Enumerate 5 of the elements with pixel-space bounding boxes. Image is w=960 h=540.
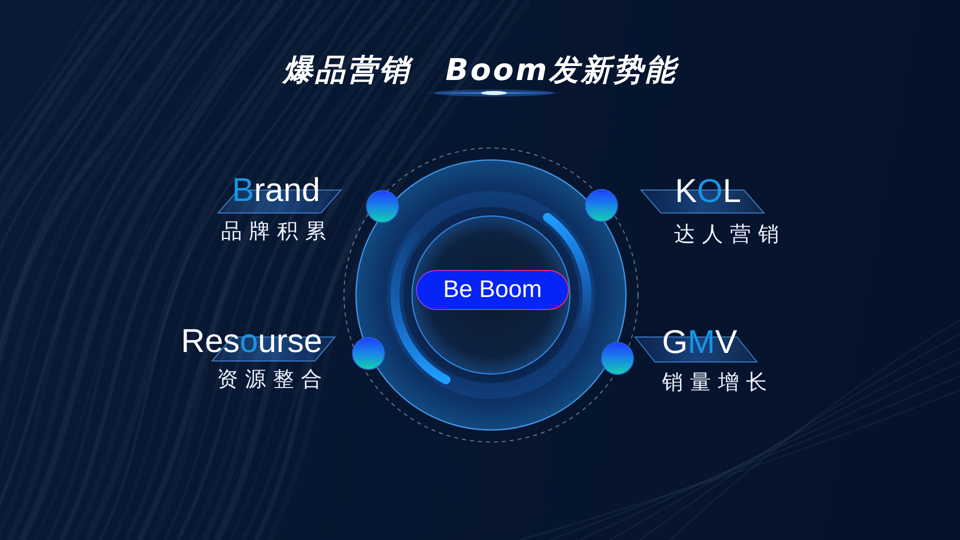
tag-subtitle: 销量增长 [662,372,774,393]
tag-subtitle: 品牌积累 [221,221,333,242]
tag-subtitle: 达人营销 [674,224,786,245]
tag-subtitle: 资源整合 [217,369,329,390]
title: 爆品营销 Boom发新势能 [283,56,677,86]
